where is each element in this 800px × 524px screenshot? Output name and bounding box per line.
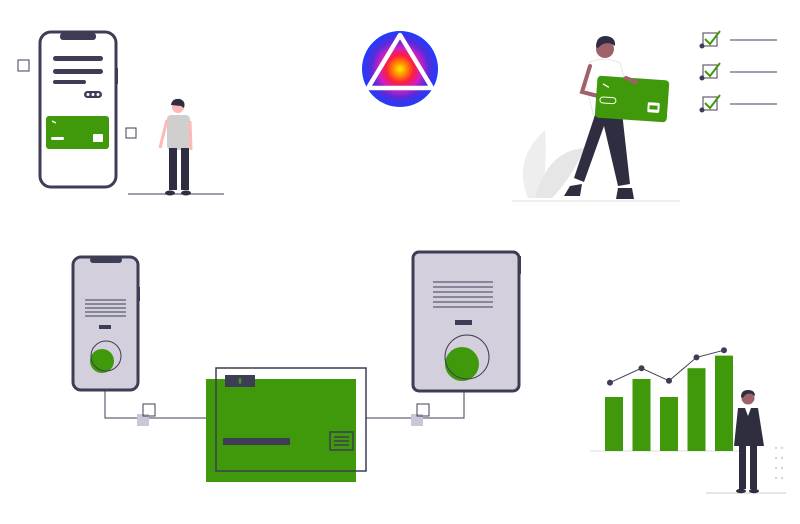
- person-arm: [188, 120, 193, 151]
- chart-trend-point: [693, 354, 700, 361]
- phone-text-line: [53, 56, 103, 61]
- chart-trend-point: [721, 347, 727, 354]
- checkmark-box-icon: [702, 64, 718, 79]
- phone-side-button: [115, 68, 118, 84]
- chart-trend-line: [609, 349, 725, 384]
- shirt-collar: [745, 408, 751, 416]
- phone-pin-dots: [84, 91, 102, 98]
- man-shoe: [616, 188, 634, 199]
- held-credit-card: [594, 75, 670, 123]
- credit-card: [206, 379, 356, 482]
- card-chip-icon: [329, 431, 354, 451]
- man-arm: [579, 64, 600, 98]
- phone-device: [38, 30, 118, 189]
- phone-with-card-group: [17, 30, 224, 196]
- phone-notch: [60, 33, 96, 40]
- fingerprint-ring: [444, 334, 490, 380]
- man-hand: [624, 76, 638, 84]
- connector-line: [366, 391, 465, 419]
- checklist-item: [699, 62, 777, 81]
- chart-bar: [715, 355, 733, 451]
- fingerprint-button: [445, 347, 479, 381]
- payment-flow-group: [71, 250, 521, 482]
- fingerprint-ring: [90, 340, 122, 372]
- connector-square-outline: [142, 403, 156, 417]
- phone-text-line: [53, 69, 103, 74]
- decorative-dots: [774, 446, 784, 480]
- phone-button-bar: [99, 325, 111, 329]
- connector-square: [411, 414, 423, 426]
- phone-text-lines: [85, 299, 126, 317]
- phone-side-button: [137, 287, 140, 301]
- chart-bars: [605, 355, 733, 451]
- triangle-in-rainbow-circle-icon: [362, 31, 438, 107]
- checkmark-box-icon: [702, 96, 718, 111]
- person-standing: [128, 98, 224, 196]
- chart-trend: [607, 347, 727, 386]
- card-number-strip: [223, 438, 290, 445]
- checklist-item: [699, 30, 777, 49]
- checkmark-box-icon: [702, 32, 718, 47]
- person-shirt: [167, 115, 190, 150]
- person-hair: [171, 98, 185, 108]
- man-pants: [574, 112, 630, 186]
- chart-bar: [632, 379, 651, 451]
- person-shoe: [165, 190, 175, 196]
- man-with-card-group: [512, 36, 680, 202]
- phone-credit-card: [46, 116, 109, 149]
- small-square-icon: [125, 127, 137, 139]
- phone-text-line: [53, 80, 86, 84]
- card-logo-mark: [238, 378, 242, 384]
- connector-square-outline: [416, 403, 430, 417]
- man-shoe: [749, 488, 759, 494]
- man-hair: [596, 36, 616, 48]
- suit-leg: [739, 444, 746, 489]
- checklist: [699, 30, 777, 113]
- chart-trend-point: [666, 377, 672, 384]
- small-square-icon: [17, 59, 30, 72]
- fingerprint-button: [90, 349, 114, 373]
- suit-jacket: [734, 408, 764, 446]
- card-leaf-mark: [51, 120, 57, 124]
- chart-trend-point: [638, 365, 645, 372]
- person-arm: [158, 119, 169, 149]
- man-shoe: [736, 488, 746, 494]
- card-chip-icon: [93, 134, 103, 142]
- tablet-text-lines: [433, 281, 493, 308]
- phone-notch: [90, 257, 122, 263]
- man-hair: [741, 390, 755, 398]
- suit-leg: [750, 444, 757, 489]
- chart-bar: [605, 397, 623, 451]
- plant-leaf: [535, 148, 585, 198]
- chart-bar: [687, 368, 706, 451]
- person-leg: [169, 148, 177, 190]
- connector-square: [137, 414, 149, 426]
- growth-chart: [590, 347, 745, 452]
- chart-bar: [660, 397, 678, 451]
- checklist-item: [699, 94, 777, 113]
- person-leg: [181, 148, 189, 190]
- businessman: [706, 390, 786, 494]
- person-shoe: [181, 190, 191, 196]
- connector-line: [104, 391, 207, 419]
- card-name-strip: [51, 137, 64, 140]
- man-shoe: [564, 184, 582, 196]
- tablet-button-bar: [455, 320, 472, 325]
- plant-leaf: [522, 130, 546, 198]
- tablet-side-button: [518, 256, 521, 274]
- chart-trend-point: [607, 379, 613, 386]
- credit-card-outline: [215, 367, 367, 472]
